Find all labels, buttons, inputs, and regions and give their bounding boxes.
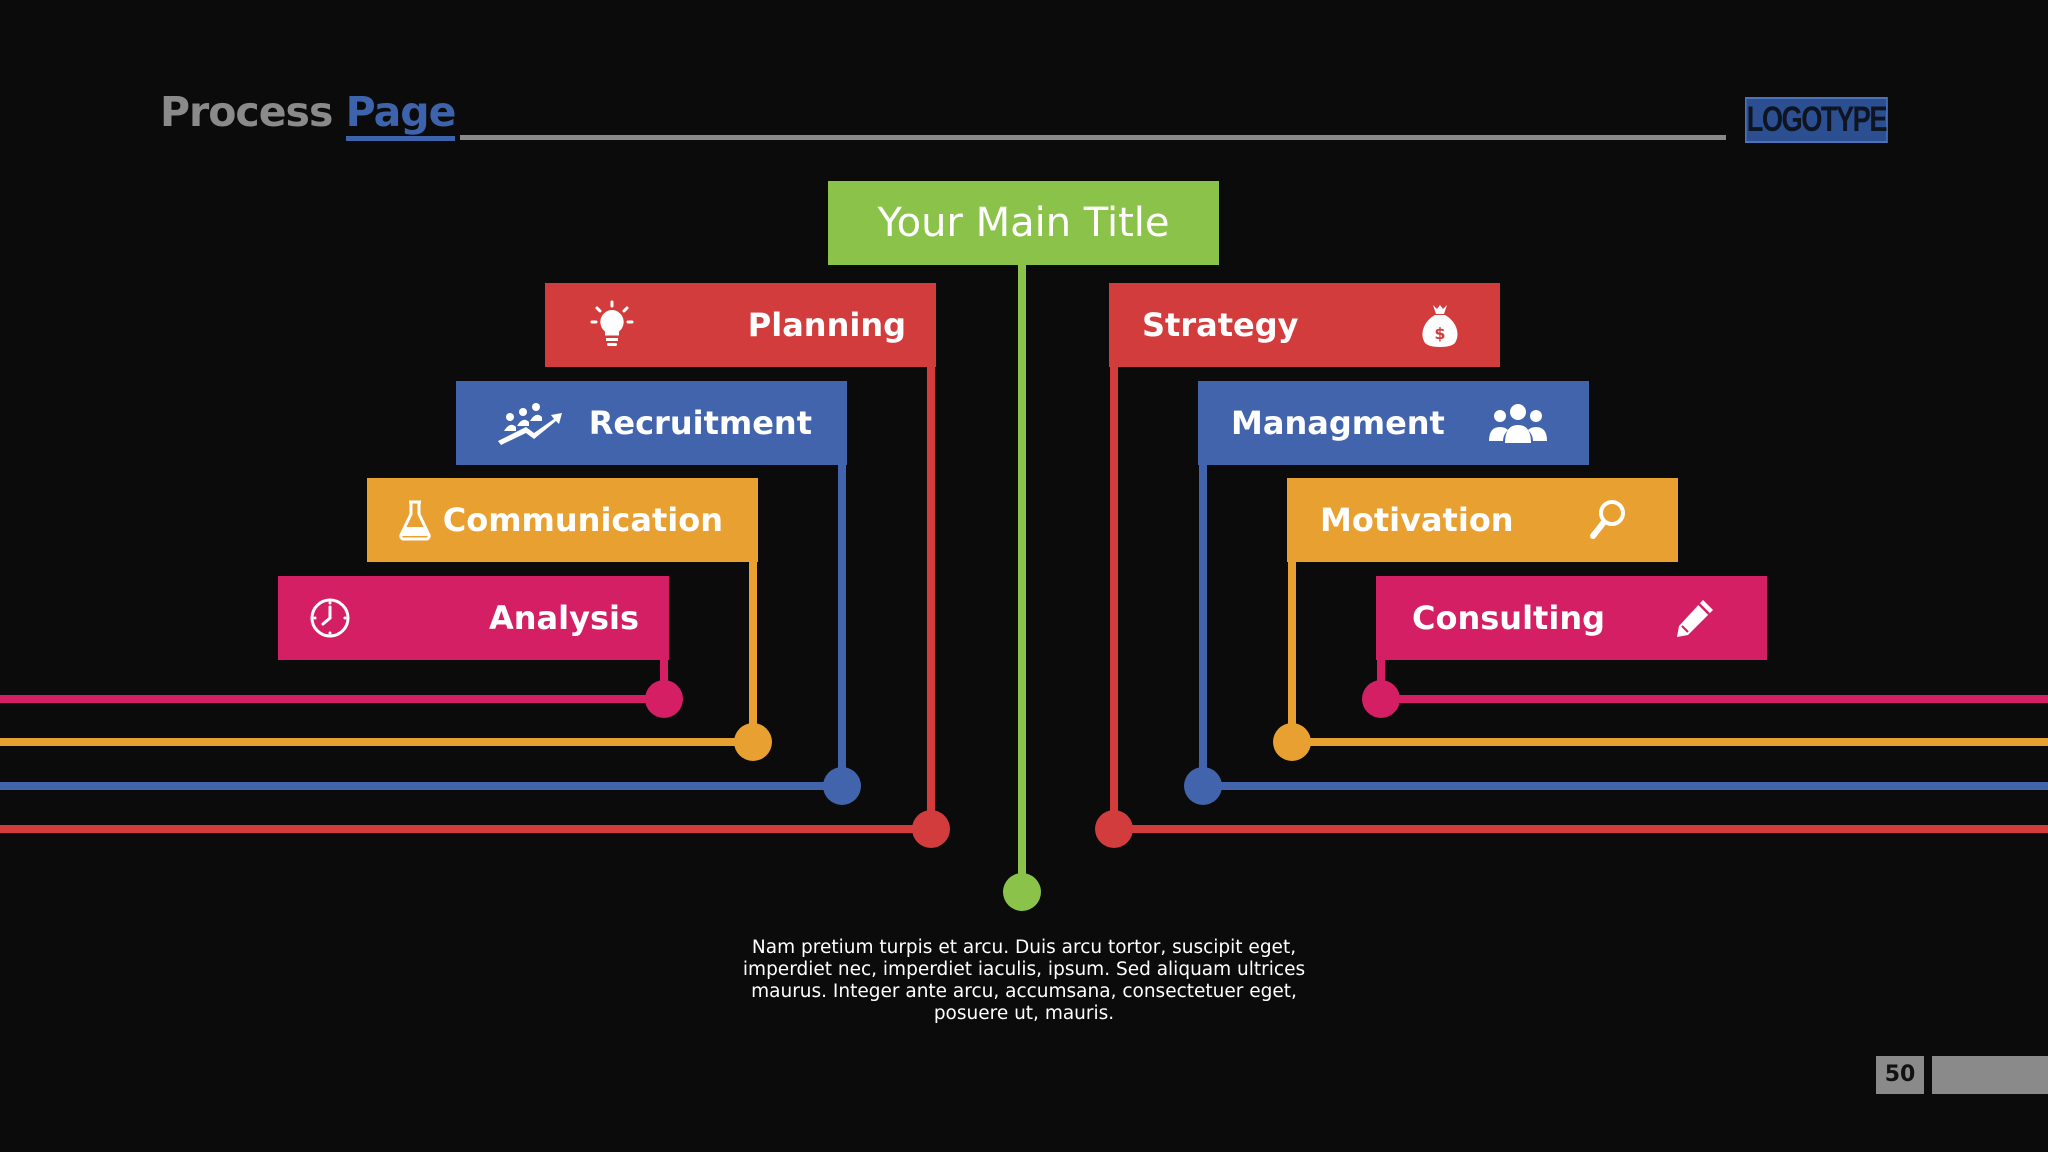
connector-dot-communication — [734, 723, 772, 761]
logo: LOGOTYPE — [1745, 97, 1888, 143]
clock-icon — [308, 576, 352, 660]
left-step-label: Analysis — [488, 599, 639, 637]
connector-dot-analysis — [645, 680, 683, 718]
header-divider — [460, 135, 1726, 140]
left-step-label: Communication — [442, 501, 723, 539]
connector-dot-main — [1003, 873, 1041, 911]
right-step-consulting: Consulting — [1376, 576, 1767, 660]
pencil-icon — [1673, 576, 1717, 660]
left-step-communication: Communication — [367, 478, 758, 562]
right-step-managment: Managment — [1198, 381, 1589, 465]
right-step-label: Consulting — [1412, 599, 1605, 637]
right-step-label: Managment — [1231, 404, 1445, 442]
page-number: 50 — [1876, 1056, 1924, 1094]
footer-bar — [1932, 1056, 2048, 1094]
connector-dot-planning — [912, 810, 950, 848]
people-icon — [1487, 381, 1549, 465]
right-step-motivation: Motivation — [1287, 478, 1678, 562]
connector-dot-recruitment — [823, 767, 861, 805]
right-step-strategy: $ Strategy — [1109, 283, 1500, 367]
left-step-analysis: Analysis — [278, 576, 669, 660]
left-step-label: Planning — [747, 306, 906, 344]
connector-dot-managment — [1184, 767, 1222, 805]
left-step-recruitment: Recruitment — [456, 381, 847, 465]
team-growth-icon — [496, 381, 566, 465]
connector-dot-strategy — [1095, 810, 1133, 848]
magnifier-icon — [1588, 478, 1628, 562]
page-title-word-2: Page — [345, 88, 456, 141]
svg-text:$: $ — [1434, 324, 1445, 343]
page-title-word-1: Process — [160, 88, 333, 136]
left-step-label: Recruitment — [588, 404, 812, 442]
connector-dot-motivation — [1273, 723, 1311, 761]
left-step-planning: Planning — [545, 283, 936, 367]
right-step-label: Motivation — [1320, 501, 1514, 539]
page-title: Process Page — [160, 88, 456, 141]
right-step-label: Strategy — [1142, 306, 1299, 344]
flask-icon — [397, 478, 433, 562]
description-text: Nam pretium turpis et arcu. Duis arcu to… — [742, 937, 1306, 1024]
money-bag-icon: $ — [1420, 283, 1460, 367]
connector-dot-consulting — [1362, 680, 1400, 718]
main-title-box: Your Main Title — [828, 181, 1219, 265]
lightbulb-icon — [590, 283, 634, 367]
